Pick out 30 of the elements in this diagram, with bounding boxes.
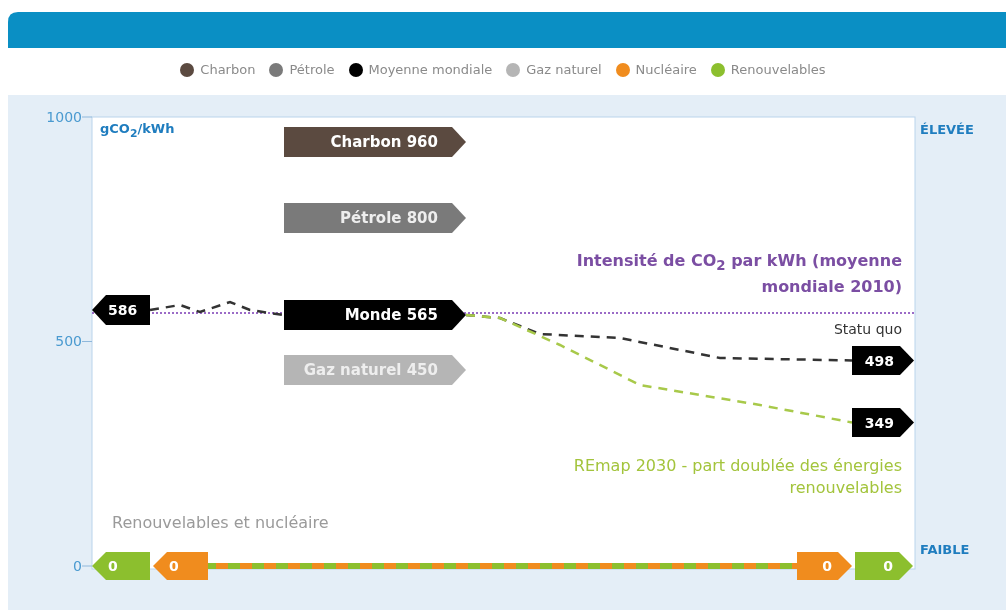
legend-label: Gaz naturel: [526, 62, 602, 77]
value-tag: Charbon 960: [284, 127, 466, 157]
value-tag: Pétrole 800: [284, 203, 466, 233]
value-tag: 0: [855, 552, 913, 580]
value-tag: 498: [852, 346, 914, 375]
value-tag: 0: [92, 552, 150, 580]
unit-label: gCO$_{2}$/kWh: [100, 120, 175, 141]
dashed-trend-line: [465, 313, 853, 424]
value-tag: 0: [153, 552, 208, 580]
reference-label: Intensité de CO$_{2}$ par kWh (moyenne mondiale 2010): [575, 250, 902, 298]
value-tag: Monde 565: [284, 300, 466, 330]
legend-label: Renouvelables: [730, 62, 826, 77]
value-tag: Gaz naturel 450: [284, 355, 466, 385]
axis-tick-label: 500: [54, 332, 82, 351]
scenario-label: Statu quo: [832, 320, 902, 339]
legend-label: Pétrole: [289, 62, 335, 77]
axis-tick-label: 1000: [45, 108, 82, 127]
legend-label: Moyenne mondiale: [368, 62, 493, 77]
scale-label: ÉLEVÉE: [920, 121, 974, 139]
value-tag: 0: [797, 552, 852, 580]
value-tag: 586: [92, 295, 150, 325]
scale-label: FAIBLE: [920, 541, 970, 559]
axis-tick-label: 0: [72, 557, 82, 576]
dashed-trend-line: [149, 300, 285, 317]
series-label: Renouvelables et nucléaire: [112, 512, 329, 534]
scenario-label: REmap 2030 - part doublée des énergies renouvelables: [572, 455, 902, 500]
legend-label: Nucléaire: [635, 62, 697, 77]
striped-line: [208, 563, 797, 569]
legend-label: Charbon: [200, 62, 256, 77]
value-tag: 349: [852, 408, 914, 437]
